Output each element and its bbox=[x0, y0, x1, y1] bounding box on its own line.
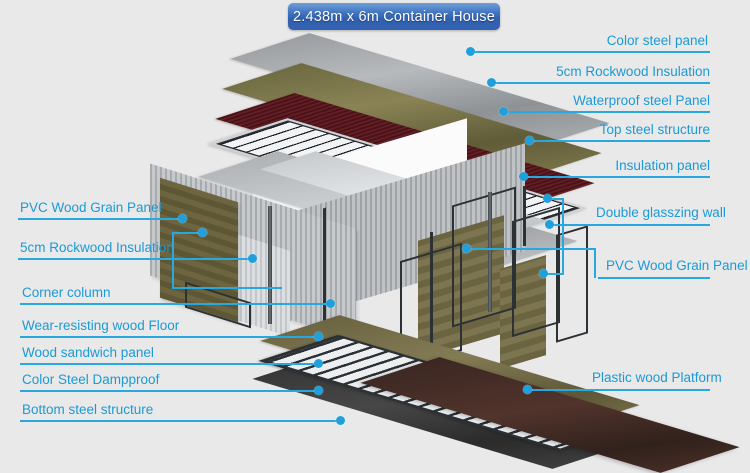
label-pvc-wood-grain-panel-right: PVC Wood Grain Panel bbox=[606, 258, 748, 273]
rule-color-steel-dampproof bbox=[20, 390, 190, 392]
label-plastic-wood-platform: Plastic wood Platform bbox=[592, 370, 722, 385]
leader-corner-column bbox=[134, 303, 330, 305]
rule-insulation-panel bbox=[616, 176, 710, 178]
dot-color-steel-dampproof bbox=[314, 386, 323, 395]
rule-pvc-wood-grain-panel-right bbox=[598, 277, 710, 279]
label-color-steel-panel: Color steel panel bbox=[606, 33, 708, 48]
leader-rockwool-wall-bracket-v bbox=[172, 232, 174, 288]
label-insulation-panel: Insulation panel bbox=[615, 158, 710, 173]
leader-rockwool-insulation-top bbox=[492, 82, 562, 84]
mullion-3 bbox=[523, 186, 526, 246]
label-rockwool-insulation-top: 5cm Rockwood Insulation bbox=[556, 64, 710, 79]
rule-rockwool-insulation-top bbox=[556, 82, 710, 84]
leader-top-steel-structure bbox=[530, 140, 606, 142]
dot-double-glassing-1 bbox=[543, 194, 552, 203]
leader-double-glassing-bracket-mid bbox=[550, 224, 580, 226]
leader-plastic-wood-platform bbox=[528, 389, 594, 391]
rule-waterproof-steel-panel bbox=[576, 111, 710, 113]
dot-bottom-steel-structure bbox=[336, 416, 345, 425]
dot-rockwool-insulation-wall-2 bbox=[248, 254, 257, 263]
dot-insulation-panel bbox=[519, 172, 528, 181]
mullion-2 bbox=[430, 232, 433, 352]
rule-double-glassing-wall bbox=[576, 224, 710, 226]
diagram-canvas: 2.438m x 6m Container House Color steel … bbox=[18, 3, 748, 473]
rule-wear-resisting-wood-floor bbox=[20, 336, 210, 338]
dot-pvc-wood-grain-panel-left bbox=[178, 214, 187, 223]
label-bottom-steel-structure: Bottom steel structure bbox=[22, 402, 154, 417]
glazing-frame-c bbox=[556, 225, 588, 343]
dot-double-glassing-3 bbox=[539, 269, 548, 278]
rule-bottom-steel-structure bbox=[20, 420, 186, 422]
leader-insulation-panel bbox=[524, 176, 622, 178]
rule-rockwool-insulation-wall bbox=[18, 258, 164, 260]
rule-plastic-wood-platform bbox=[590, 389, 710, 391]
dot-waterproof-steel-panel bbox=[499, 107, 508, 116]
leader-rockwool-wall-h bbox=[162, 258, 252, 260]
label-corner-column: Corner column bbox=[22, 285, 111, 300]
leader-color-steel-panel bbox=[470, 51, 610, 53]
leader-wood-sandwich-panel bbox=[178, 363, 318, 365]
leader-color-steel-dampproof bbox=[188, 390, 318, 392]
dot-rockwool-insulation-top bbox=[487, 78, 496, 87]
dot-pvc-wood-grain-panel-right bbox=[462, 244, 471, 253]
label-wear-resisting-wood-floor: Wear-resisting wood Floor bbox=[22, 318, 180, 333]
rule-corner-column bbox=[20, 303, 136, 305]
dot-rockwool-insulation-wall-1 bbox=[198, 228, 207, 237]
corner-column-front bbox=[268, 206, 272, 324]
container-house-exploded-model bbox=[150, 33, 740, 473]
label-rockwool-insulation-wall: 5cm Rockwood Insulation bbox=[20, 240, 174, 255]
label-color-steel-dampproof: Color Steel Dampproof bbox=[22, 372, 160, 387]
dot-plastic-wood-platform bbox=[523, 385, 532, 394]
label-double-glassing-wall: Double glasszing wall bbox=[596, 205, 726, 220]
leader-pvc-wood-grain-panel-right bbox=[466, 248, 596, 250]
leader-pvc-wood-grain-panel-left bbox=[146, 218, 182, 220]
mullion-1 bbox=[323, 207, 326, 327]
dot-double-glassing-2 bbox=[545, 220, 554, 229]
corner-column-rear bbox=[488, 192, 492, 312]
leader-bottom-steel-structure bbox=[184, 420, 340, 422]
dot-color-steel-panel bbox=[466, 47, 475, 56]
dot-top-steel-structure bbox=[525, 136, 534, 145]
rule-top-steel-structure bbox=[600, 140, 710, 142]
leader-wear-resisting-wood-floor bbox=[208, 336, 318, 338]
leader-waterproof-steel-panel bbox=[504, 111, 582, 113]
rule-pvc-wood-grain-panel-left bbox=[18, 218, 148, 220]
dot-wood-sandwich-panel bbox=[314, 359, 323, 368]
dot-corner-column bbox=[326, 299, 335, 308]
leader-pvc-right-v bbox=[594, 248, 596, 278]
diagram-title: 2.438m x 6m Container House bbox=[292, 8, 496, 25]
label-waterproof-steel-panel: Waterproof steel Panel bbox=[573, 93, 710, 108]
dot-wear-resisting-wood-floor bbox=[314, 332, 323, 341]
rule-color-steel-panel bbox=[606, 51, 710, 53]
label-top-steel-structure: Top steel structure bbox=[599, 122, 710, 137]
leader-rockwool-wall-bracket-top bbox=[172, 232, 202, 234]
label-pvc-wood-grain-panel-left: PVC Wood Grain Panel bbox=[20, 200, 162, 215]
label-wood-sandwich-panel: Wood sandwich panel bbox=[22, 345, 154, 360]
leader-rockwool-wall-bracket-bottom bbox=[172, 287, 282, 289]
diagram-title-banner: 2.438m x 6m Container House bbox=[288, 3, 500, 30]
leader-double-glassing-bracket-v bbox=[562, 198, 564, 274]
rule-wood-sandwich-panel bbox=[20, 363, 180, 365]
leader-double-glassing-bracket-bottom bbox=[544, 273, 564, 275]
leader-double-glassing-bracket-top bbox=[548, 198, 564, 200]
